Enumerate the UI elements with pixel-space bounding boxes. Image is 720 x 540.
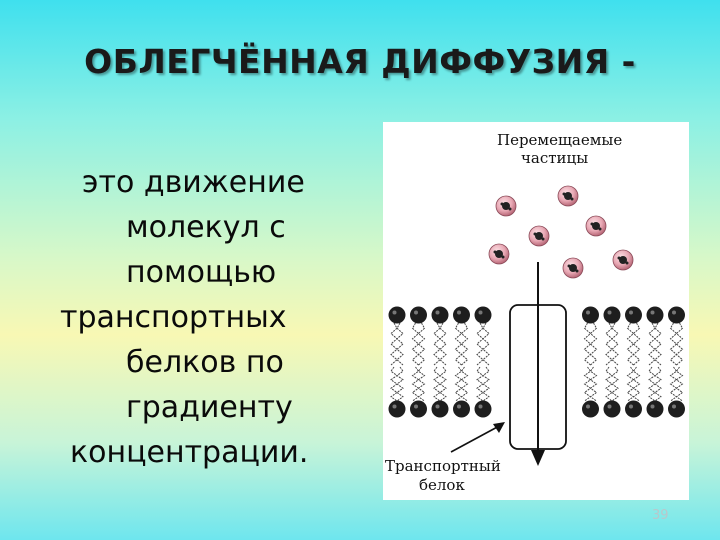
lipid-tail [675,366,684,402]
lipid-tail [583,322,592,366]
lipid-head [474,306,492,324]
lipid-head [582,306,599,324]
protein-label-line2: белок [419,476,465,494]
protein-pointer-arrow [450,422,505,453]
lipid-tail [396,366,404,402]
lipid-tail [626,366,635,402]
particles-label-line2: частицы [521,149,588,167]
lipid-tail [611,322,619,366]
definition-line: концентрации. [70,435,309,470]
lipid-tail [654,322,662,366]
lipid-tail [390,322,398,366]
lipid-tail [411,322,420,366]
protein-label-line1: Транспортный [385,457,501,475]
lipid-tail [482,322,490,366]
particle [495,195,517,217]
lipid-tail [654,366,662,402]
lipid-head [474,400,492,418]
lipid-tail [632,322,641,366]
lipid-head [646,400,664,418]
lipid-tail [454,366,463,402]
definition-line: молекул с [126,210,286,245]
particle [528,225,550,247]
lipid-tail [589,366,598,402]
definition-line: помощью [126,255,277,290]
lipid-tail [411,366,420,402]
lipid-tail [439,322,447,366]
lipid-tail [417,366,426,402]
lipid-tail [605,322,613,366]
lipid-tail [439,366,447,402]
lipid-tail [476,322,484,366]
definition-line: градиенту [126,390,293,425]
lipid-tail [669,322,678,366]
definition-text: это движение молекул с помощью транспорт… [60,160,360,475]
membrane-diagram-svg: Перемещаемые частицы [385,131,685,494]
slide-number: 39 [652,508,669,523]
lipid-tail [396,322,404,366]
lipid-tail [476,366,484,402]
lipid-tail [632,366,641,402]
transport-arrow [531,262,545,466]
particles-label-line1: Перемещаемые [497,131,622,149]
lipid-head [603,400,621,418]
lipid-tail [417,322,426,366]
lipid-tail [669,366,678,402]
lipid-head [410,306,427,324]
lipid-tail [648,366,656,402]
particle [488,243,510,265]
lipid-tail [611,366,619,402]
definition-line: транспортных [60,300,287,335]
lipid-tail [454,322,463,366]
lipid-head [668,400,685,418]
lipid-tail [460,366,469,402]
lipid-tail [626,322,635,366]
lipid-head [388,400,406,418]
particle [612,249,634,271]
definition-line: это движение [82,165,305,200]
lipid-head [603,306,621,324]
particle [557,185,579,207]
lipid-tail [390,366,398,402]
lipid-head [646,306,664,324]
lipid-tail [433,322,441,366]
particle [585,215,607,237]
lipid-head [582,400,599,418]
membrane-diagram: Перемещаемые частицы [383,122,689,500]
definition-line: белков по [126,345,284,380]
lipid-head [431,306,449,324]
slide-title: ОБЛЕГЧЁННАЯ ДИФФУЗИЯ - [84,42,636,81]
particle [562,257,584,279]
lipid-tail [605,366,613,402]
lipid-tail [589,322,598,366]
lipid-tail [482,366,490,402]
lipid-tail [583,366,592,402]
lipid-head [410,400,427,418]
lipid-tail [675,322,684,366]
lipid-head [453,400,470,418]
lipid-head [453,306,470,324]
lipid-tail [460,322,469,366]
lipid-head [625,400,642,418]
lipid-bilayer [388,306,685,418]
lipid-head [668,306,685,324]
lipid-head [431,400,449,418]
lipid-tail [648,322,656,366]
lipid-head [388,306,406,324]
lipid-tail [433,366,441,402]
lipid-head [625,306,642,324]
